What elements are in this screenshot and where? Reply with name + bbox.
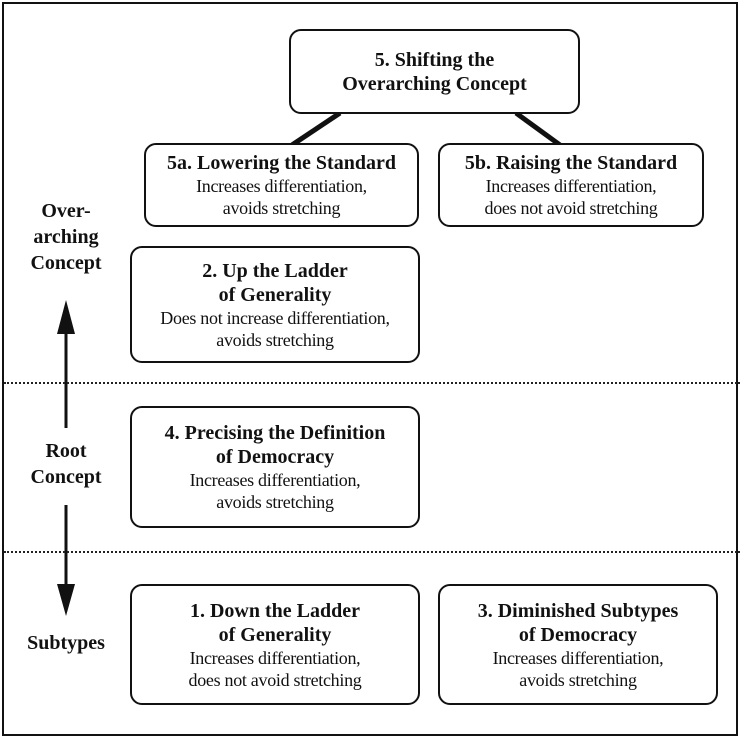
box-shifting-overarching-concept: 5. Shifting the Overarching Concept [289, 29, 580, 114]
box-title: 5a. Lowering the Standard [167, 152, 396, 174]
arrow-up-head [57, 300, 75, 334]
box-title: 5. Shifting the Overarching Concept [342, 48, 527, 95]
box-precising-definition: 4. Precising the Definition of Democracy… [130, 406, 420, 528]
box-raising-the-standard: 5b. Raising the Standard Increases diffe… [438, 143, 704, 227]
level-label-root: Root Concept [30, 440, 102, 488]
box-lowering-the-standard: 5a. Lowering the Standard Increases diff… [144, 143, 419, 227]
diagram-frame [2, 2, 738, 736]
box-title: 2. Up the Ladder of Generality [202, 259, 348, 306]
box-description: Increases differentiation, avoids stretc… [492, 647, 664, 690]
divider-root-subtypes [4, 551, 740, 553]
box-description: Increases differentiation, avoids stretc… [196, 176, 367, 218]
box-title: 3. Diminished Subtypes of Democracy [477, 599, 679, 646]
divider-overarching-root [4, 382, 740, 384]
box-title: 1. Down the Ladder of Generality [189, 599, 360, 646]
box-description: Increases differentiation, avoids stretc… [189, 470, 361, 512]
box-description: Increases differentiation, does not avoi… [188, 647, 362, 690]
box-description: Does not increase differentiation, avoid… [160, 307, 390, 350]
box-description: Increases differentiation, does not avoi… [484, 176, 658, 218]
connector-5-to-5b [514, 110, 562, 148]
level-label-overarching: Over- arching Concept [30, 200, 102, 274]
level-label-subtypes: Subtypes [27, 632, 105, 654]
box-diminished-subtypes: 3. Diminished Subtypes of Democracy Incr… [438, 584, 718, 705]
box-title: 4. Precising the Definition of Democracy [164, 422, 386, 468]
connector-5-to-5a [290, 110, 342, 148]
box-down-the-ladder: 1. Down the Ladder of Generality Increas… [130, 584, 420, 705]
box-up-the-ladder: 2. Up the Ladder of Generality Does not … [130, 246, 420, 363]
arrow-down-head [57, 584, 75, 616]
box-title: 5b. Raising the Standard [464, 152, 678, 174]
